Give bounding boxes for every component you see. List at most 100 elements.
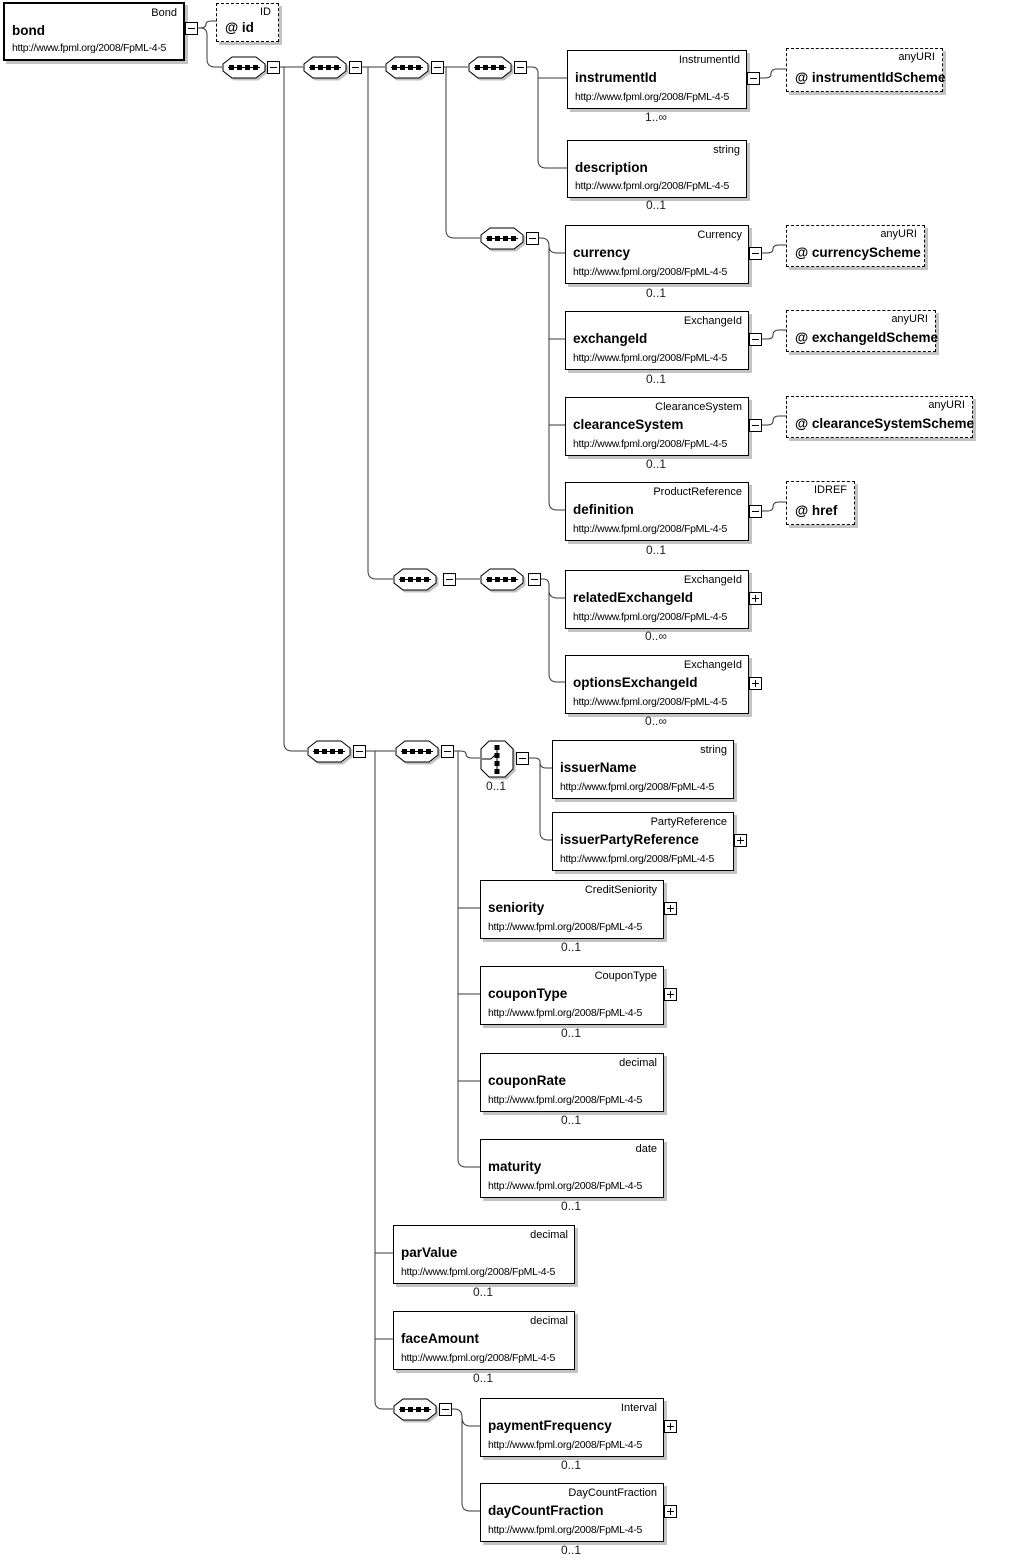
element-maturity[interactable]: date maturity http://www.fpml.org/2008/F… (480, 1139, 664, 1198)
collapse-toggle-icon[interactable] (349, 61, 362, 74)
type-label: ExchangeId (683, 574, 742, 586)
expand-toggle-icon[interactable] (734, 834, 747, 847)
type-label: string (700, 744, 727, 756)
element-namespace: http://www.fpml.org/2008/FpML-4-5 (488, 1439, 643, 1451)
collapse-toggle-icon[interactable] (749, 419, 762, 432)
element-name: exchangeId (573, 331, 648, 346)
collapse-toggle-icon[interactable] (431, 61, 444, 74)
expand-toggle-icon[interactable] (664, 988, 677, 1001)
choice-icon[interactable] (480, 740, 514, 783)
type-label: anyURI (928, 399, 965, 411)
cardinality-label: 0..1 (560, 1458, 581, 1472)
sequence-icon[interactable] (303, 56, 347, 84)
collapse-toggle-icon[interactable] (528, 573, 541, 586)
collapse-toggle-icon[interactable] (443, 573, 456, 586)
sequence-icon[interactable] (393, 1398, 437, 1426)
element-dayCountFraction[interactable]: DayCountFraction dayCountFraction http:/… (480, 1483, 664, 1542)
attribute-name: @ instrumentIdScheme (795, 70, 946, 85)
sequence-icon[interactable] (480, 568, 524, 596)
attribute-name: @ id (225, 20, 254, 35)
collapse-toggle-icon[interactable] (749, 333, 762, 346)
cardinality-label: 0..1 (472, 1371, 493, 1385)
element-namespace: http://www.fpml.org/2008/FpML-4-5 (488, 1180, 643, 1192)
element-namespace: http://www.fpml.org/2008/FpML-4-5 (401, 1352, 556, 1364)
attribute-instrumentIdScheme[interactable]: anyURI @ instrumentIdScheme (786, 48, 946, 92)
type-label: DayCountFraction (568, 1487, 657, 1499)
element-issuerName[interactable]: string issuerName http://www.fpml.org/20… (552, 740, 734, 799)
sequence-icon[interactable] (468, 56, 512, 84)
type-label: CouponType (594, 970, 657, 982)
element-name: description (575, 160, 648, 175)
attribute-clearanceSystemScheme[interactable]: anyURI @ clearanceSystemScheme (786, 396, 975, 438)
collapse-toggle-icon[interactable] (439, 1403, 452, 1416)
element-definition[interactable]: ProductReference definition http://www.f… (565, 482, 749, 541)
element-bond[interactable]: Bond bond http://www.fpml.org/2008/FpML-… (3, 2, 185, 61)
element-seniority[interactable]: CreditSeniority seniority http://www.fpm… (480, 880, 664, 939)
element-name: dayCountFraction (488, 1503, 604, 1518)
attribute-name: @ clearanceSystemScheme (795, 416, 975, 431)
element-namespace: http://www.fpml.org/2008/FpML-4-5 (573, 266, 728, 278)
element-instrumentId[interactable]: InstrumentId instrumentId http://www.fpm… (567, 50, 747, 109)
element-namespace: http://www.fpml.org/2008/FpML-4-5 (573, 696, 728, 708)
collapse-toggle-icon[interactable] (749, 247, 762, 260)
attribute-exchangeIdScheme[interactable]: anyURI @ exchangeIdScheme (786, 310, 938, 352)
element-namespace: http://www.fpml.org/2008/FpML-4-5 (573, 611, 728, 623)
attribute-name: @ currencyScheme (795, 245, 921, 260)
type-label: ExchangeId (683, 659, 742, 671)
element-issuerPartyReference[interactable]: PartyReference issuerPartyReference http… (552, 812, 734, 871)
element-parValue[interactable]: decimal parValue http://www.fpml.org/200… (393, 1225, 575, 1284)
sequence-icon[interactable] (480, 227, 524, 255)
sequence-icon[interactable] (395, 740, 439, 768)
attribute-href[interactable]: IDREF @ href (786, 481, 855, 525)
element-name: paymentFrequency (488, 1418, 612, 1433)
cardinality-label: 0..1 (560, 1113, 581, 1127)
element-name: issuerName (560, 760, 637, 775)
collapse-toggle-icon[interactable] (441, 745, 454, 758)
element-namespace: http://www.fpml.org/2008/FpML-4-5 (573, 523, 728, 535)
collapse-toggle-icon[interactable] (747, 72, 760, 85)
element-clearanceSystem[interactable]: ClearanceSystem clearanceSystem http://w… (565, 397, 749, 456)
expand-toggle-icon[interactable] (664, 902, 677, 915)
element-relatedExchangeId[interactable]: ExchangeId relatedExchangeId http://www.… (565, 570, 749, 629)
element-faceAmount[interactable]: decimal faceAmount http://www.fpml.org/2… (393, 1311, 575, 1370)
element-namespace: http://www.fpml.org/2008/FpML-4-5 (488, 1094, 643, 1106)
collapse-toggle-icon[interactable] (267, 61, 280, 74)
element-namespace: http://www.fpml.org/2008/FpML-4-5 (12, 42, 167, 54)
type-label: InstrumentId (678, 54, 740, 66)
collapse-toggle-icon[interactable] (749, 505, 762, 518)
sequence-icon[interactable] (385, 56, 429, 84)
element-couponType[interactable]: CouponType couponType http://www.fpml.or… (480, 966, 664, 1025)
element-couponRate[interactable]: decimal couponRate http://www.fpml.org/2… (480, 1053, 664, 1112)
expand-toggle-icon[interactable] (664, 1505, 677, 1518)
expand-toggle-icon[interactable] (749, 677, 762, 690)
attribute-currencyScheme[interactable]: anyURI @ currencyScheme (786, 225, 925, 267)
collapse-toggle-icon[interactable] (514, 61, 527, 74)
expand-toggle-icon[interactable] (749, 592, 762, 605)
expand-toggle-icon[interactable] (664, 1420, 677, 1433)
collapse-toggle-icon[interactable] (185, 22, 198, 35)
sequence-icon[interactable] (393, 568, 437, 596)
collapse-toggle-icon[interactable] (353, 745, 366, 758)
cardinality-label: 1..∞ (645, 110, 667, 124)
element-namespace: http://www.fpml.org/2008/FpML-4-5 (488, 1524, 643, 1536)
element-name: couponRate (488, 1073, 567, 1088)
element-exchangeId[interactable]: ExchangeId exchangeId http://www.fpml.or… (565, 311, 749, 370)
element-namespace: http://www.fpml.org/2008/FpML-4-5 (401, 1266, 556, 1278)
element-paymentFrequency[interactable]: Interval paymentFrequency http://www.fpm… (480, 1398, 664, 1457)
element-description[interactable]: string description http://www.fpml.org/2… (567, 140, 747, 198)
sequence-icon[interactable] (222, 56, 266, 84)
element-namespace: http://www.fpml.org/2008/FpML-4-5 (573, 352, 728, 364)
element-optionsExchangeId[interactable]: ExchangeId optionsExchangeId http://www.… (565, 655, 749, 714)
type-label: ID (260, 6, 271, 18)
sequence-icon[interactable] (307, 740, 351, 768)
element-name: faceAmount (401, 1331, 480, 1346)
attribute-name: @ href (795, 503, 838, 518)
type-label: decimal (530, 1315, 568, 1327)
collapse-toggle-icon[interactable] (516, 752, 529, 765)
attribute-id[interactable]: ID @ id (216, 3, 279, 42)
element-currency[interactable]: Currency currency http://www.fpml.org/20… (565, 225, 749, 284)
cardinality-label: 0..1 (485, 779, 506, 793)
collapse-toggle-icon[interactable] (526, 232, 539, 245)
type-label: date (635, 1143, 657, 1155)
element-namespace: http://www.fpml.org/2008/FpML-4-5 (573, 438, 728, 450)
